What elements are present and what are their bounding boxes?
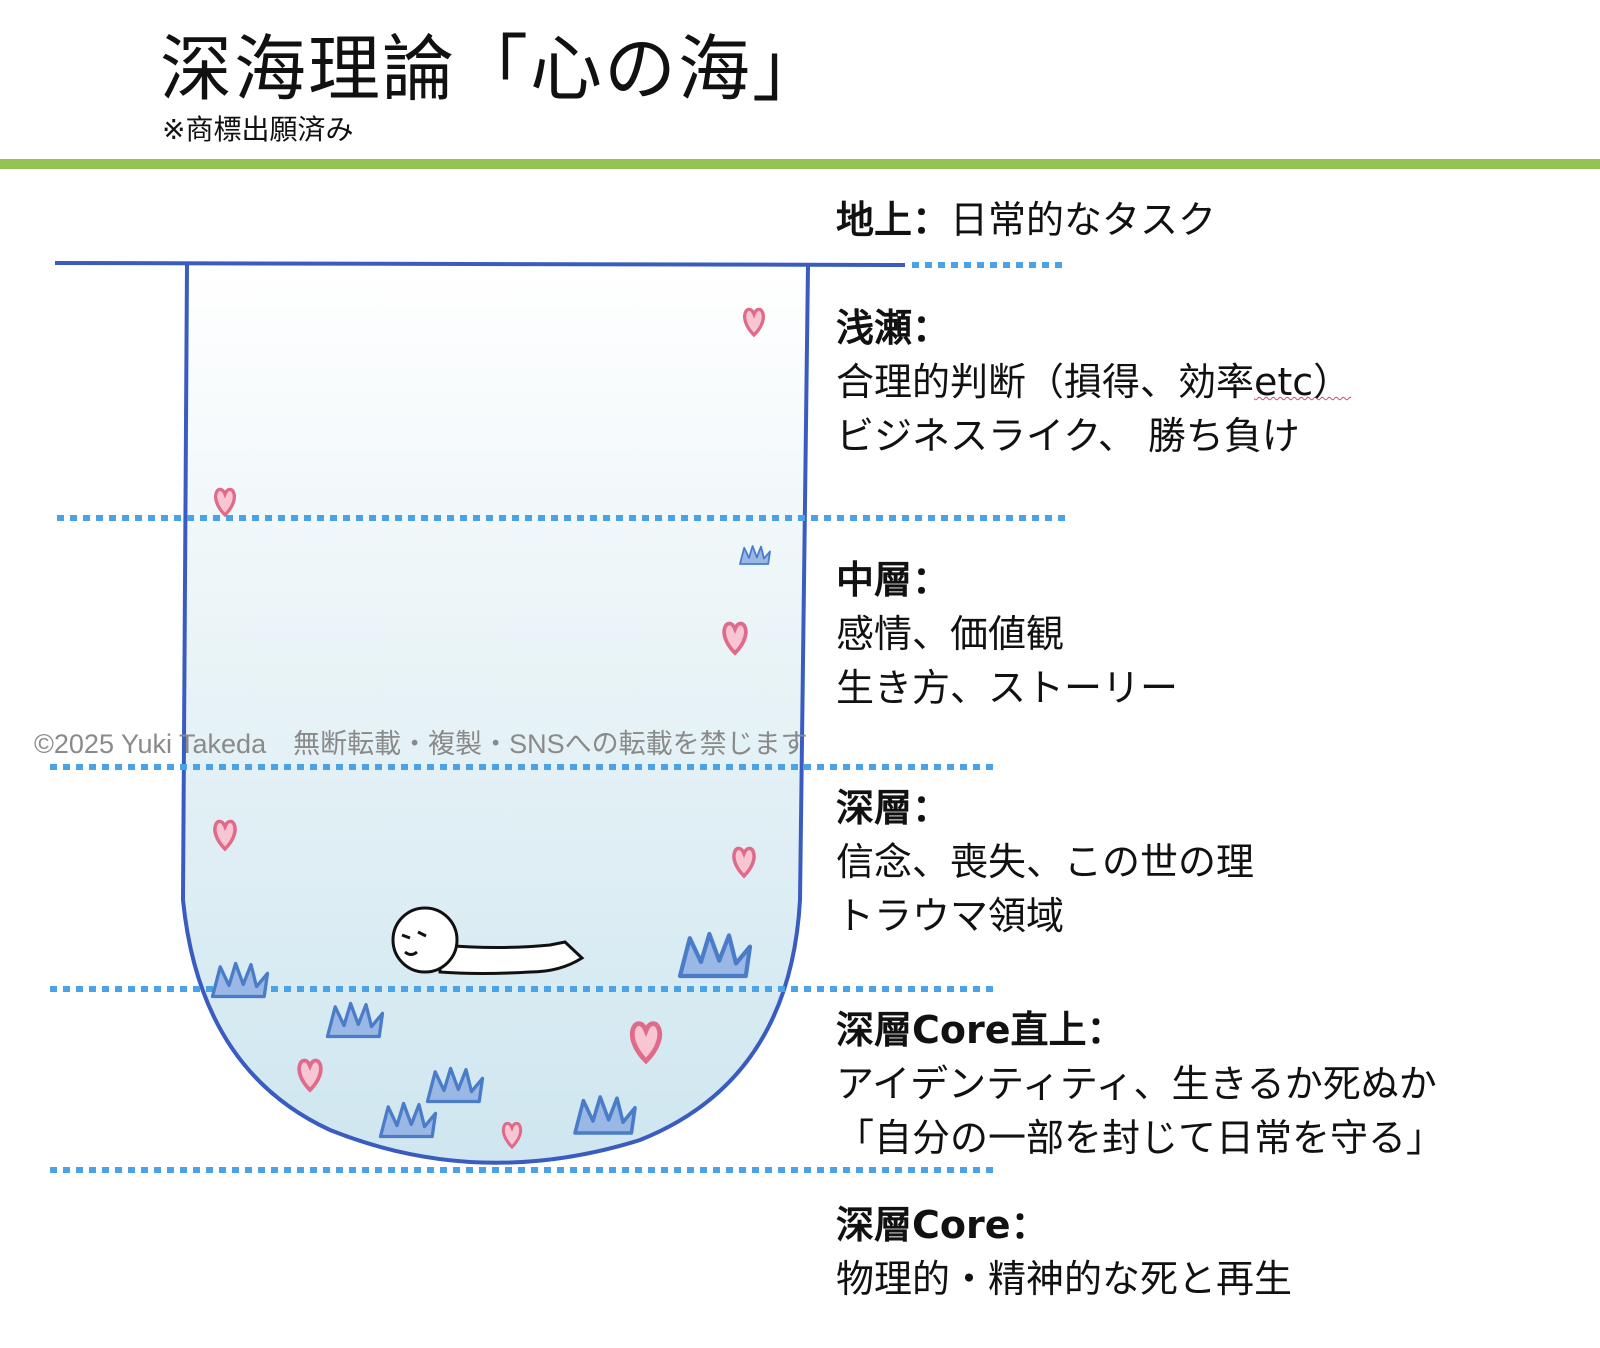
layer-text: ビジネスライク、 勝ち負け bbox=[836, 414, 1300, 458]
layer-text: 「自分の一部を封じて日常を守る」 bbox=[836, 1116, 1445, 1160]
layer-text: 信念、喪失、この世の理 bbox=[836, 840, 1255, 884]
layer-heading: 深層Core： bbox=[836, 1203, 1049, 1247]
layer-heading: 地上： bbox=[836, 198, 951, 242]
divider bbox=[0, 159, 1600, 169]
layer-shallow: 浅瀬： 合理的判断（損得、効率etc） ビジネスライク、 勝ち負け bbox=[836, 301, 1351, 463]
layer-text: 感情、価値観 bbox=[836, 612, 1065, 656]
page-title: 深海理論「心の海」 bbox=[160, 27, 827, 111]
layer-text: 生き方、ストーリー bbox=[836, 666, 1179, 710]
layer-text: 合理的判断（損得、効率 bbox=[836, 360, 1255, 404]
layer-middle: 中層： 感情、価値観 生き方、ストーリー bbox=[836, 553, 1178, 715]
layer-heading: 深層： bbox=[836, 786, 951, 830]
layer-above-core: 深層Core直上： アイデンティティ、生きるか死ぬか 「自分の一部を封じて日常を… bbox=[836, 1003, 1444, 1165]
layer-heading: 深層Core直上： bbox=[836, 1008, 1125, 1052]
swimming-person-icon bbox=[391, 906, 585, 975]
container-outline bbox=[180, 264, 810, 1165]
layer-deep: 深層： 信念、喪失、この世の理 トラウマ領域 bbox=[836, 781, 1254, 943]
layer-text: トラウマ領域 bbox=[836, 894, 1065, 938]
copyright-watermark: ©2025 Yuki Takeda 無断転載・複製・SNSへの転載を禁じます bbox=[34, 729, 808, 759]
layer-text: アイデンティティ、生きるか死ぬか bbox=[836, 1062, 1437, 1106]
sea-container bbox=[183, 265, 808, 1163]
layer-heading: 浅瀬： bbox=[836, 306, 951, 350]
trademark-note: ※商標出願済み bbox=[162, 113, 354, 146]
layer-ground: 地上：日常的なタスク bbox=[836, 193, 1216, 247]
layer-heading: 中層： bbox=[836, 558, 951, 602]
layer-core: 深層Core： 物理的・精神的な死と再生 bbox=[836, 1198, 1292, 1306]
layer-text-etc: etc） bbox=[1254, 360, 1352, 404]
ground-line bbox=[54, 261, 906, 267]
layer-text: 日常的なタスク bbox=[950, 198, 1217, 242]
layer-text: 物理的・精神的な死と再生 bbox=[836, 1257, 1293, 1301]
